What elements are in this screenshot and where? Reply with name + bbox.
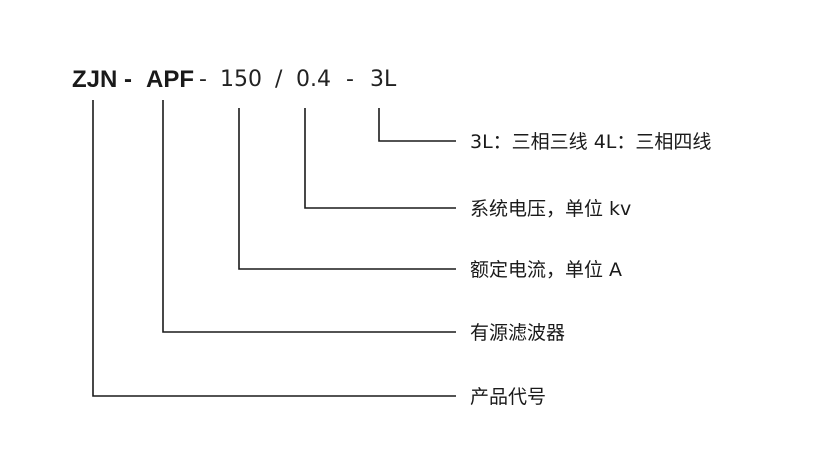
code-dash-1: - bbox=[124, 66, 132, 93]
code-voltage: 0.4 bbox=[296, 67, 331, 92]
leader-prefix bbox=[92, 100, 456, 397]
legend-type: 有源滤波器 bbox=[470, 322, 566, 344]
code-prefix: ZJN bbox=[72, 66, 118, 93]
legend-prefix: 产品代号 bbox=[470, 386, 547, 408]
legend-current: 额定电流，单位 A bbox=[470, 259, 623, 281]
code-type: APF bbox=[146, 66, 194, 93]
legend-voltage: 系统电压，单位 kv bbox=[470, 198, 632, 220]
leader-wiring bbox=[378, 108, 456, 142]
code-slash: / bbox=[275, 67, 283, 92]
legend-wiring: 3L：三相三线 4L：三相四线 bbox=[470, 131, 712, 153]
leader-type bbox=[162, 100, 456, 333]
code-dash-2: - bbox=[199, 67, 207, 92]
code-current: 150 bbox=[220, 67, 262, 92]
leader-current bbox=[238, 108, 456, 270]
leader-voltage bbox=[304, 108, 456, 209]
code-wiring: 3L bbox=[370, 67, 397, 92]
code-dash-3: - bbox=[346, 67, 354, 92]
